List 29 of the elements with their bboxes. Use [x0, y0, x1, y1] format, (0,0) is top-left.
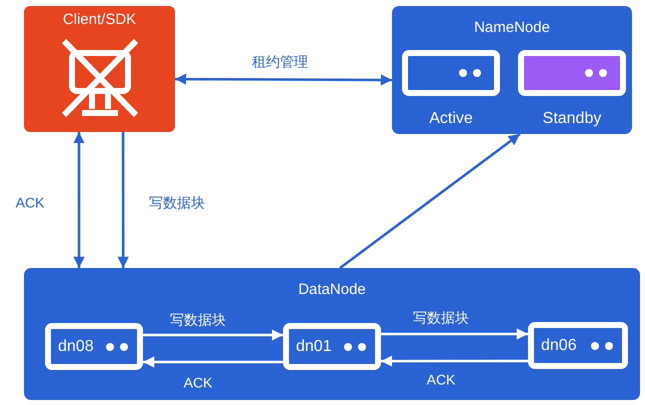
edge-label: 写数据块: [149, 194, 205, 212]
group-panel: [392, 6, 632, 134]
edge-label: ACK: [184, 374, 212, 392]
arrow: [143, 356, 283, 368]
edge-label: 写数据块: [413, 310, 469, 326]
arrow: [73, 132, 85, 268]
edge-label: ACK: [426, 372, 456, 388]
status-label: Active: [428, 110, 474, 128]
arrow: [381, 355, 528, 367]
server-box: [45, 323, 143, 370]
box-title: Client/SDK: [62, 11, 138, 29]
panel-title: DataNode: [297, 281, 367, 299]
edge-label: 租约管理: [252, 54, 308, 70]
server-label: dn08: [58, 338, 94, 356]
edge-label: ACK: [16, 194, 44, 212]
client-box: [24, 6, 175, 132]
arrow: [175, 74, 392, 86]
panel-title: NameNode: [473, 19, 551, 37]
server-label: dn06: [541, 337, 577, 355]
server-label: dn01: [296, 338, 332, 356]
status-label: Standby: [542, 110, 602, 128]
arrow: [118, 132, 129, 268]
group-panel: [24, 268, 640, 400]
arrow: [143, 329, 283, 341]
edge-label: 写数据块: [170, 312, 226, 328]
arrow: [339, 133, 521, 269]
server-box: [283, 323, 381, 370]
arrow: [381, 328, 528, 340]
server-box: [528, 322, 628, 369]
